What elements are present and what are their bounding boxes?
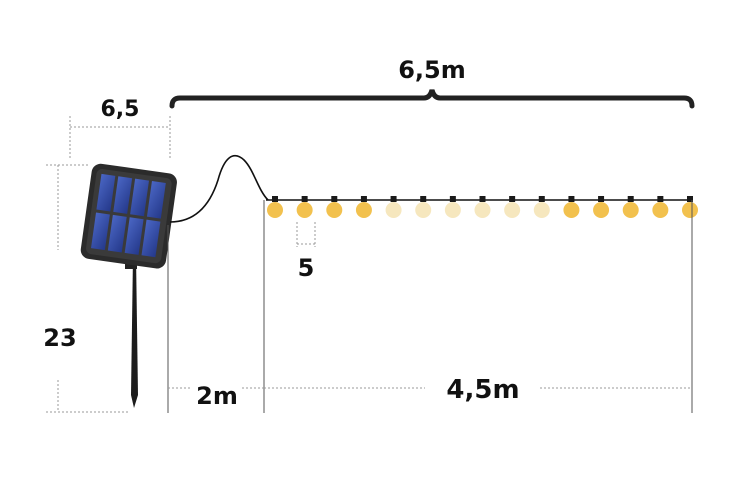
bulb-unlit	[385, 202, 402, 218]
bulb	[296, 196, 313, 218]
bulb	[504, 196, 521, 218]
bulb-lit	[326, 202, 343, 218]
bulb-lit	[652, 202, 669, 218]
bulb	[593, 196, 610, 218]
bulb	[415, 196, 432, 218]
bulb-unlit	[444, 202, 461, 218]
bulb-cap	[479, 196, 486, 202]
lead-cable	[169, 155, 269, 223]
bulb-cap	[272, 196, 278, 202]
panel-width-label: 6,5	[101, 97, 140, 122]
stake-height-label: 23	[43, 324, 76, 352]
bulb-cap	[331, 196, 338, 202]
bulb-cap	[568, 196, 575, 202]
bulb	[267, 196, 283, 218]
bulb-cap	[657, 196, 664, 202]
bulb	[474, 196, 491, 218]
bulb	[355, 196, 372, 218]
bulb	[444, 196, 461, 218]
bulb-lit	[593, 202, 610, 218]
lead-cable-label: 2m	[196, 382, 238, 410]
total-length-brace	[169, 89, 695, 109]
bulb	[682, 196, 698, 218]
bulb	[326, 196, 343, 218]
bulb-unlit	[474, 202, 491, 218]
bulb-unlit	[533, 202, 550, 218]
bulb-lit	[622, 202, 639, 218]
bulb	[533, 196, 550, 218]
bulb-lit	[355, 202, 372, 218]
bulb-group	[267, 196, 698, 218]
bulb-lit	[563, 202, 580, 218]
bulb-cap	[360, 196, 367, 202]
bulb-spacing-label: 5	[298, 254, 315, 282]
bulb	[385, 196, 402, 218]
bulb-lit	[296, 202, 313, 218]
bulb-cap	[301, 196, 308, 202]
length-boundary-lines	[167, 200, 693, 413]
bulb-cap	[420, 196, 427, 202]
ground-stake	[131, 255, 138, 408]
bulb-cap	[538, 196, 545, 202]
bulb	[622, 196, 639, 218]
bulb	[652, 196, 669, 218]
panel-width-dimension	[69, 116, 171, 160]
bulb-lit	[682, 202, 698, 218]
total-length-label: 6,5m	[398, 56, 466, 84]
bulb-cap	[449, 196, 456, 202]
bulb	[563, 196, 580, 218]
bulb-unlit	[415, 202, 432, 218]
solar-panel	[80, 163, 177, 408]
bulb-cap	[598, 196, 605, 202]
solar-cells	[91, 173, 166, 258]
bulb-cap	[687, 196, 693, 202]
bulb-cap	[627, 196, 634, 202]
lit-length-label: 4,5m	[446, 375, 519, 405]
bulb-spacing-dimension	[296, 222, 316, 247]
bulb-cap	[390, 196, 397, 202]
bulb-unlit	[504, 202, 521, 218]
bulb-lit	[267, 202, 283, 218]
stake-height-dimension	[46, 164, 130, 413]
bulb-cap	[509, 196, 516, 202]
